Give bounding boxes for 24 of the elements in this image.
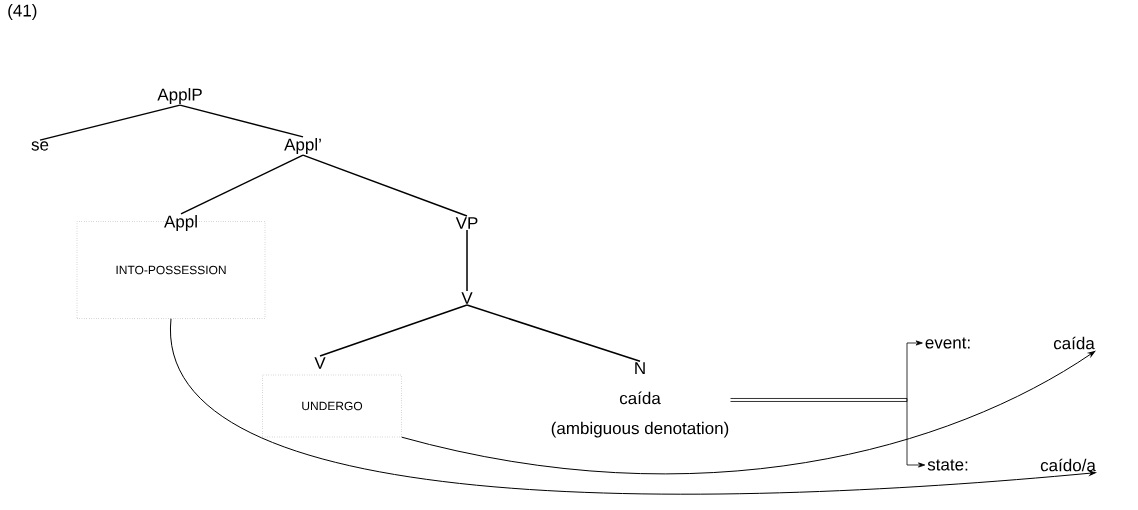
tree-branch (302, 154, 468, 217)
tree-label: se (31, 141, 49, 151)
tree-branch (180, 154, 304, 215)
tree-label: Appl’ (284, 138, 321, 154)
tree-branch (466, 229, 468, 292)
curved-arrow (401, 350, 1096, 475)
denotation-label: event: (925, 337, 970, 349)
denotation-label: caída (1053, 336, 1095, 350)
feature-box: UNDERGO (262, 374, 402, 438)
tree-label: V (314, 357, 326, 369)
denotation-label: state: (927, 459, 968, 471)
tree-label: VP (455, 217, 478, 229)
tree-label: N caída (ambiguous denotation) (551, 362, 729, 438)
curved-arrow (170, 318, 1096, 495)
tree-label: V (461, 292, 473, 304)
branch-arrow (730, 340, 923, 402)
tree-branch (319, 304, 468, 357)
denotation-label: caído/a (1040, 458, 1096, 472)
example-number: (41) (8, 4, 37, 20)
branch-arrow (730, 398, 926, 468)
tree-branch (179, 104, 304, 138)
tree-branch (39, 104, 181, 141)
tree-branch (466, 304, 641, 362)
tree-label: ApplP (157, 88, 202, 104)
